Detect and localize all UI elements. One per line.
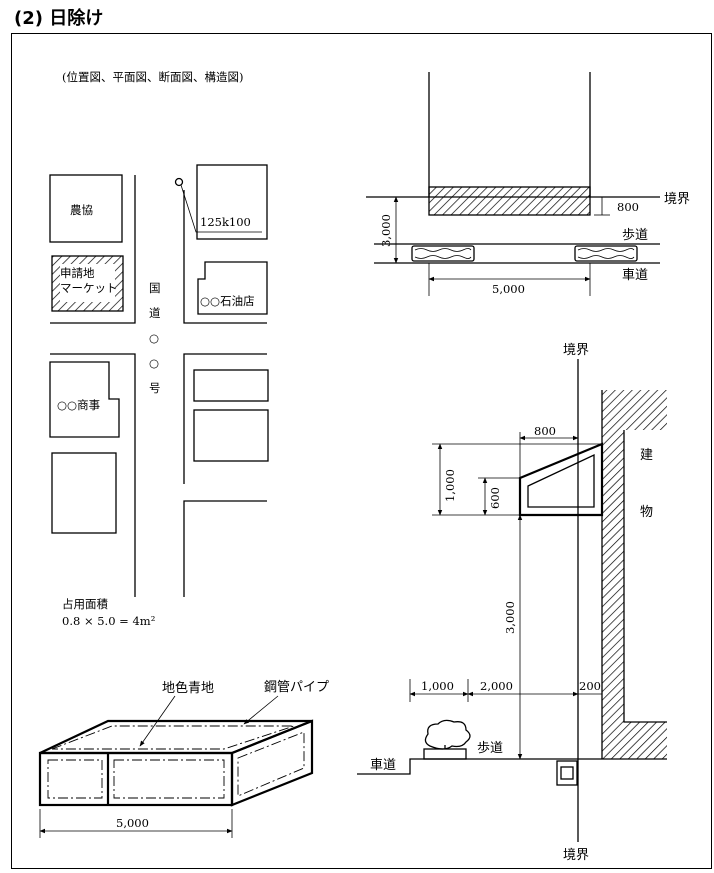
plan-planter-right xyxy=(574,245,638,262)
clearance-label: 3,000 xyxy=(503,601,517,634)
pipe-front-right xyxy=(113,759,225,799)
offset-label: 200 xyxy=(579,679,601,693)
section-awning-outer xyxy=(518,442,604,517)
kyokai-block xyxy=(49,174,123,243)
area-formula: 0.8 × 5.0 = 4m² xyxy=(62,614,155,628)
road-edge-left-upper xyxy=(50,175,136,324)
company-block xyxy=(49,361,120,438)
road-edge-right-lower xyxy=(183,353,267,484)
frame-front xyxy=(38,751,234,807)
site-label-2: マーケット xyxy=(60,281,118,295)
road-edge-left-lower xyxy=(50,353,136,597)
building-hatch-mask xyxy=(624,430,667,722)
curb-label: 1,000 xyxy=(421,679,454,693)
road-char-4: ○ xyxy=(149,356,159,370)
awning-inner-label: 600 xyxy=(488,487,502,509)
right-block-low xyxy=(193,409,269,462)
pipe-front-left xyxy=(47,759,103,799)
section-foundation-inner xyxy=(560,766,574,780)
plan-awning xyxy=(428,186,591,216)
building-char-1: 建 xyxy=(640,448,653,463)
awning-height-label: 1,000 xyxy=(443,469,457,502)
right-block-mid xyxy=(193,369,269,402)
gas-station-label: ○○石油店 xyxy=(200,294,255,308)
page-title: (2) 日除け xyxy=(14,8,104,29)
building-char-2: 物 xyxy=(640,505,653,520)
pipe-top xyxy=(51,725,295,750)
map-caption: (位置図、平面図、断面図、構造図) xyxy=(62,70,243,84)
plan-planter-left xyxy=(411,245,475,262)
section-road-label: 車道 xyxy=(370,758,396,773)
road-char-3: ○ xyxy=(149,331,159,345)
road-char-1: 国 xyxy=(149,281,161,295)
proj-label: 800 xyxy=(534,424,556,438)
section-boundary-bottom: 境界 xyxy=(563,848,589,863)
drawing: (位置図、平面図、断面図、構造図) 農協 申請地 マーケット ○○商事 国 道 … xyxy=(38,70,690,863)
section-ground xyxy=(357,758,667,775)
left-block-bottom xyxy=(51,452,117,534)
plan-width-label: 5,000 xyxy=(492,282,525,296)
road-edge-right-bottom xyxy=(183,500,267,597)
plan-height-label: 3,000 xyxy=(379,214,393,247)
fabric-label: 地色青地 xyxy=(162,680,214,696)
plan-view: 境界 800 3,000 歩道 車道 5,000 xyxy=(366,72,690,296)
section-planter xyxy=(423,748,467,760)
pipe-label: 鋼管パイプ xyxy=(264,680,329,695)
road-char-5: 号 xyxy=(149,381,161,395)
section-view: 境界 境界 建 物 800 1,000 600 3,000 1,000 xyxy=(357,343,667,863)
right-block-top xyxy=(196,164,268,240)
plan-road-label: 車道 xyxy=(622,268,648,283)
km-post-leader xyxy=(180,184,262,233)
section-foundation xyxy=(556,760,578,786)
plan-planter-right-fill xyxy=(577,248,635,259)
kyokai-label: 農協 xyxy=(70,203,93,217)
structure-view: 地色青地 鋼管パイプ 5,000 xyxy=(38,680,329,838)
gas-station-block xyxy=(197,261,268,315)
section-awning-inner xyxy=(527,453,595,508)
plan-boundary-label: 境界 xyxy=(664,192,690,207)
plan-planter-left-fill xyxy=(414,248,472,259)
frame-side xyxy=(230,719,314,807)
shrub-icon xyxy=(424,719,471,750)
company-label: ○○商事 xyxy=(57,398,100,412)
figure-frame: (位置図、平面図、断面図、構造図) 農協 申請地 マーケット ○○商事 国 道 … xyxy=(11,33,712,869)
site-label-bg xyxy=(60,264,115,302)
site-label-1: 申請地 xyxy=(60,266,95,280)
struct-width-label: 5,000 xyxy=(116,816,149,830)
plan-sidewalk-label: 歩道 xyxy=(622,228,648,243)
road-edge-right-upper xyxy=(183,190,267,324)
km-post-icon xyxy=(174,177,184,187)
building-inner xyxy=(623,430,667,723)
section-sidewalk-label: 歩道 xyxy=(477,741,503,756)
area-label: 占用面積 xyxy=(62,597,108,611)
location-map: (位置図、平面図、断面図、構造図) 農協 申請地 マーケット ○○商事 国 道 … xyxy=(49,70,269,597)
road-char-2: 道 xyxy=(149,306,161,320)
sidewalk-width-label: 2,000 xyxy=(480,679,513,693)
plan-depth-label: 800 xyxy=(617,200,639,214)
km-post-label: 125k100 xyxy=(200,215,251,229)
pipe-leader xyxy=(243,695,279,725)
section-boundary-top: 境界 xyxy=(563,343,589,358)
